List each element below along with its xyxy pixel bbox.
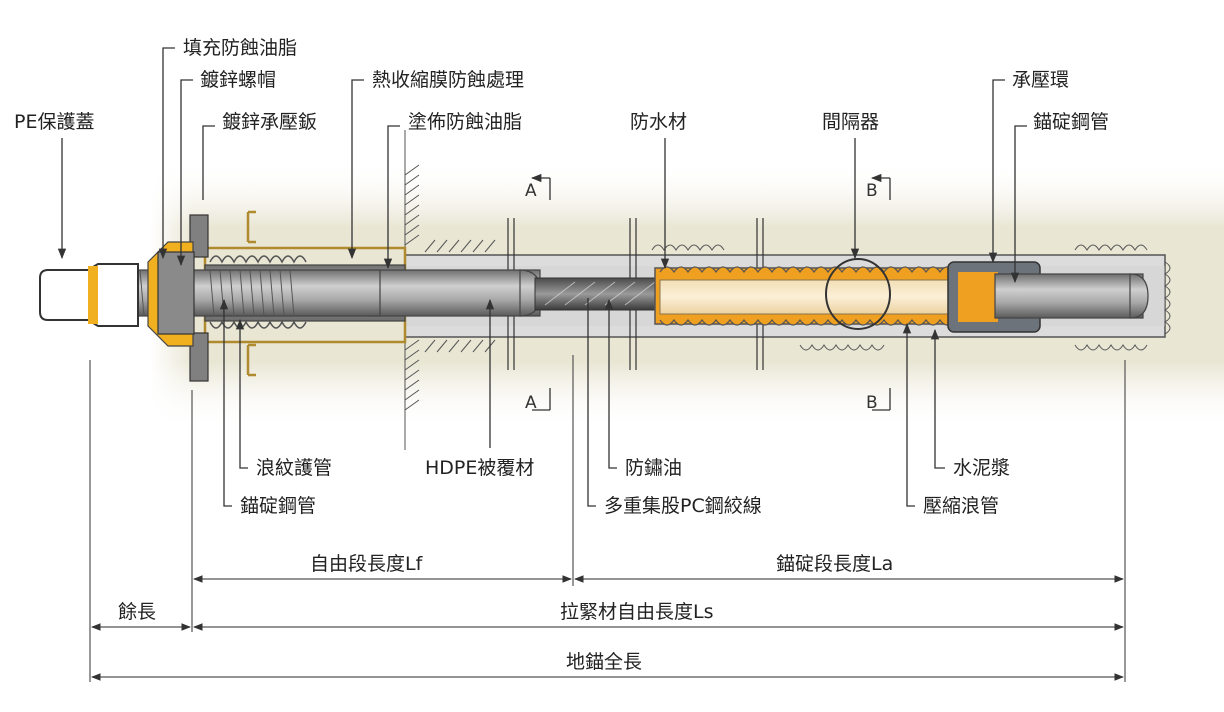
dim-total-length: 地錨全長 <box>566 651 642 673</box>
compression-sheath-wave-bottom <box>659 318 983 326</box>
galvanized-nut <box>157 251 195 335</box>
label-bearing-ring: 承壓環 <box>1012 69 1069 91</box>
label-corrugated-sheath: 浪紋護管 <box>256 457 332 479</box>
label-hdpe: HDPE被覆材 <box>425 457 534 479</box>
grout-texture <box>651 244 1171 351</box>
dim-free-length: 自由段長度Lf <box>310 553 424 575</box>
label-coated-grease: 塗佈防蝕油脂 <box>408 110 522 133</box>
compression-sheath-wave-top <box>659 266 983 274</box>
label-anchor-pipe-top: 錨碇鋼管 <box>1033 111 1109 133</box>
label-pe-cap: PE保護蓋 <box>14 111 94 133</box>
bearing-plate-bottom <box>189 332 209 382</box>
label-compression-sheath: 壓縮浪管 <box>923 495 999 517</box>
section-a-top: A <box>525 181 537 201</box>
bearing-plate-top <box>189 214 209 258</box>
anchor-end-pipe <box>994 273 1144 319</box>
corrugated-pipe-wave-bottom <box>209 320 307 329</box>
label-rust-oil: 防鏽油 <box>625 457 682 479</box>
label-galvanized-nut: 鍍鋅螺帽 <box>200 69 276 91</box>
label-spacer: 間隔器 <box>822 111 879 133</box>
extension-lines <box>89 355 1126 682</box>
leader-lines-top <box>57 47 1027 284</box>
pe-cap-band <box>88 266 98 324</box>
dim-anchor-length: 錨碇段長度La <box>776 553 893 575</box>
section-a-bottom: A <box>525 393 537 413</box>
label-bearing-plate: 鍍鋅承壓鈑 <box>222 111 317 133</box>
sheath-clips <box>246 210 256 377</box>
hdpe-bar <box>369 269 541 317</box>
bearing-ring-inner <box>958 272 998 322</box>
label-waterproof: 防水材 <box>630 111 687 133</box>
label-pc-strand: 多重集股PC鋼絞線 <box>604 495 762 517</box>
leader-lines-bottom <box>219 298 945 507</box>
dim-tendon-free-length: 拉緊材自由長度Ls <box>560 601 714 623</box>
section-marks <box>532 178 891 411</box>
label-anchor-pipe-bottom: 錨碇鋼管 <box>240 495 316 517</box>
label-heat-shrink: 熱收縮膜防蝕處理 <box>372 69 524 91</box>
dim-extra-length: 餘長 <box>118 601 156 623</box>
section-b-bottom: B <box>866 393 878 413</box>
label-cement-grout: 水泥漿 <box>953 457 1010 479</box>
label-grease-fill: 填充防蝕油脂 <box>183 37 297 59</box>
section-b-top: B <box>866 181 878 201</box>
anchor-end-pipe-cap <box>1129 273 1149 319</box>
corrugated-pipe-wave-top <box>209 255 307 264</box>
